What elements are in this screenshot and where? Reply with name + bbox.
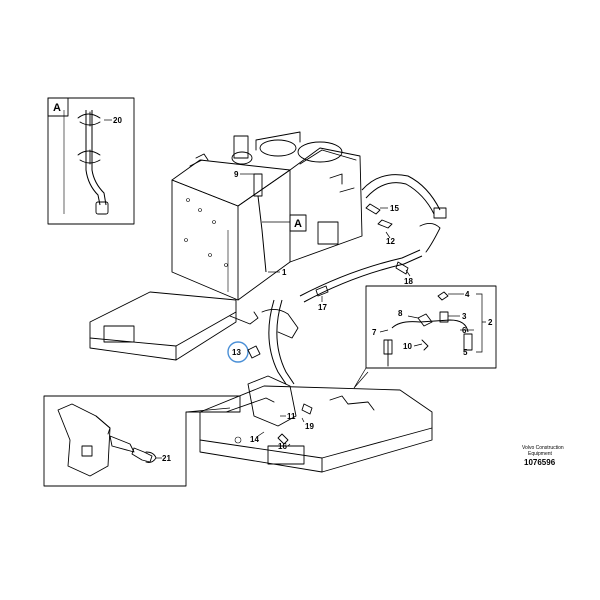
callout-7: 7 bbox=[372, 328, 377, 337]
callout-5: 5 bbox=[463, 348, 468, 357]
callout-18: 18 bbox=[404, 277, 413, 286]
tank-assembly: 9 1 A bbox=[171, 131, 363, 301]
callout-10: 10 bbox=[403, 342, 412, 351]
detail-view-a-letter: A bbox=[53, 102, 61, 114]
detail-view-a: A 20 bbox=[47, 97, 135, 225]
callout-8: 8 bbox=[398, 309, 403, 318]
callout-4: 4 bbox=[465, 290, 470, 299]
highlight-circle bbox=[227, 341, 249, 363]
callout-20: 20 bbox=[113, 116, 122, 125]
callout-15: 15 bbox=[390, 204, 399, 213]
detail-view-sensor-harness: 4 3 6 5 2 8 7 10 bbox=[353, 285, 497, 389]
callout-6: 6 bbox=[462, 326, 467, 335]
callout-9: 9 bbox=[234, 170, 239, 179]
callout-17: 17 bbox=[318, 303, 327, 312]
callout-11: 11 bbox=[287, 412, 296, 421]
callout-14: 14 bbox=[250, 435, 259, 444]
detail-marker-a: A bbox=[294, 218, 302, 230]
callout-19: 19 bbox=[305, 422, 314, 431]
credit-line-2: Equipment bbox=[528, 451, 553, 457]
return-hose bbox=[361, 174, 447, 219]
document-number: 1076596 bbox=[524, 458, 556, 467]
callout-13: 13 bbox=[232, 348, 241, 357]
callout-3: 3 bbox=[462, 312, 467, 321]
lower-frame: 11 19 14 16 bbox=[199, 299, 433, 473]
callout-16: 16 bbox=[278, 442, 287, 451]
upper-frame bbox=[89, 291, 299, 361]
callout-1: 1 bbox=[282, 268, 287, 277]
part-13-fitting bbox=[247, 345, 261, 359]
fittings-upper-right: 15 12 18 17 bbox=[299, 203, 441, 312]
callout-12: 12 bbox=[386, 237, 395, 246]
callout-2: 2 bbox=[488, 318, 493, 327]
detail-view-sensor: 21 bbox=[43, 395, 241, 487]
credit-line-1: Volvo Construction bbox=[522, 445, 564, 451]
callout-21: 21 bbox=[162, 454, 171, 463]
